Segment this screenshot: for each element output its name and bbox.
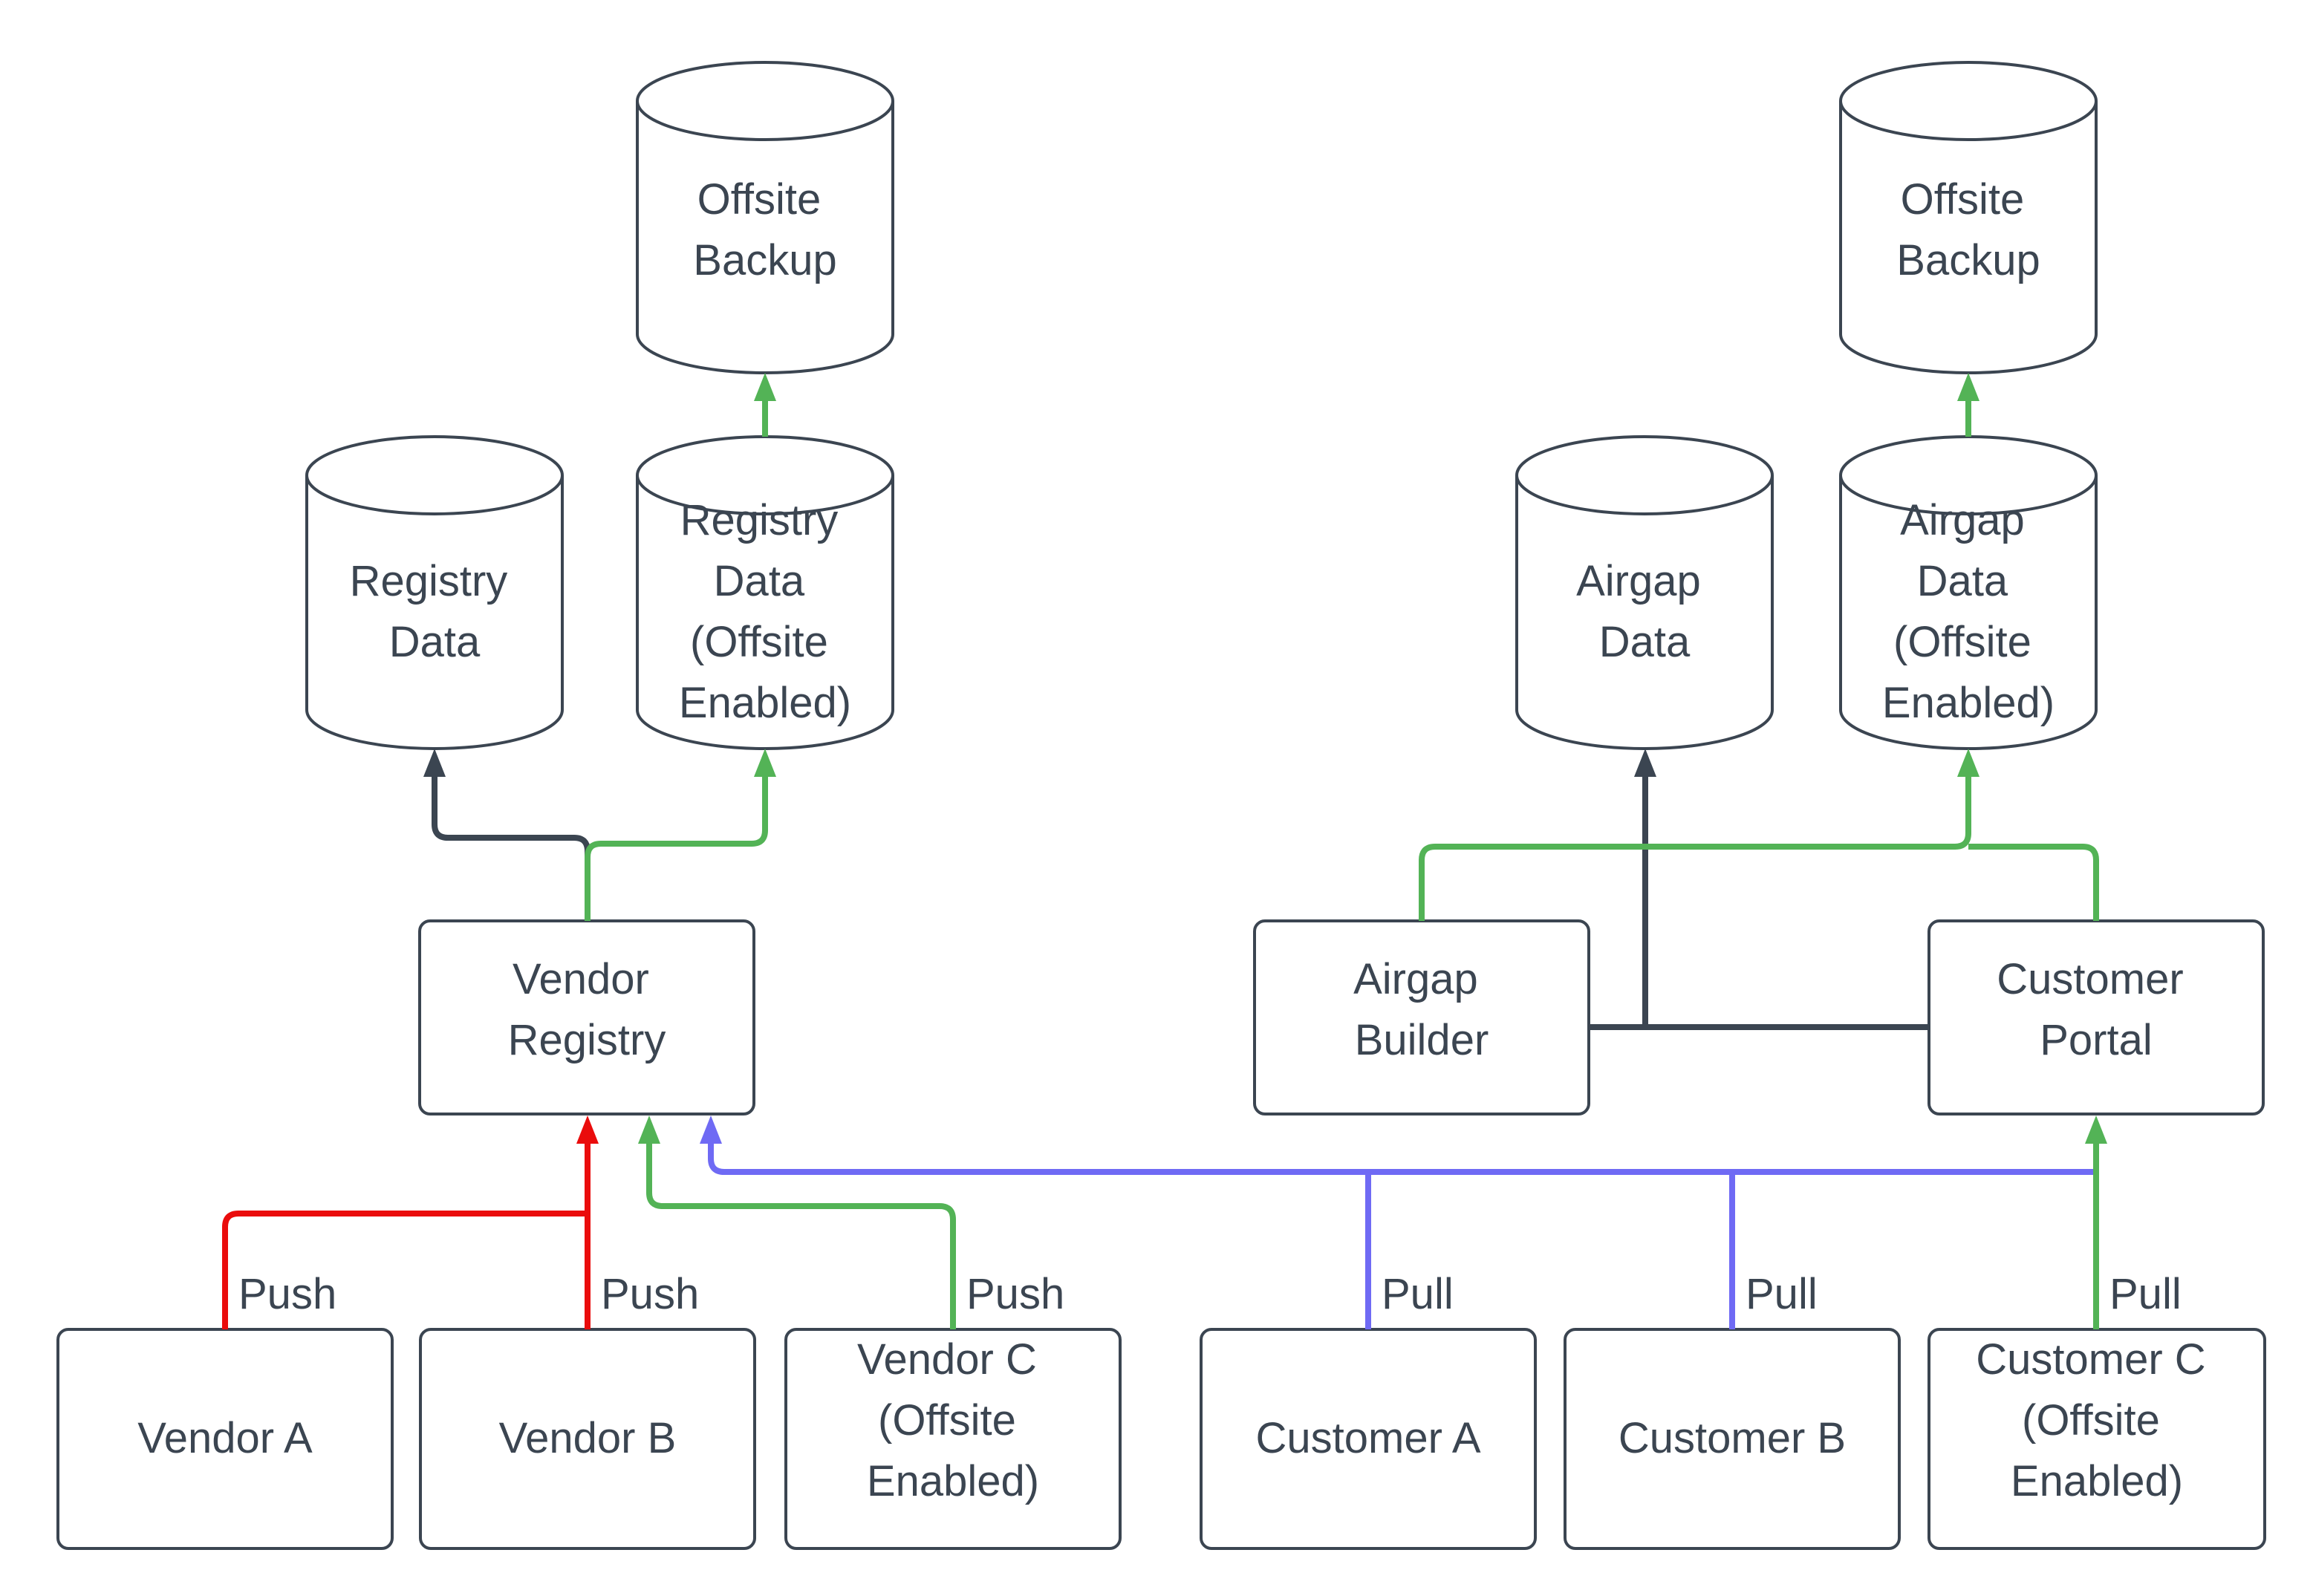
edge-label-push-vendor-c: Push (966, 1270, 1064, 1318)
label-vendor-a: Vendor A (137, 1414, 313, 1462)
cylinder-offsite-backup-right (1839, 61, 2098, 374)
edge-label-push-vendor-a: Push (238, 1270, 336, 1318)
arrowhead-vendor-push (576, 1115, 599, 1144)
edge-label-pull-customer-b: Pull (1746, 1270, 1818, 1318)
arrowhead-airgap-data (1634, 749, 1656, 777)
edge-airgap-builder-to-airgap-data-offsite (1419, 749, 2099, 921)
edge-label-pull-customer-a: Pull (1382, 1270, 1454, 1318)
node-shapes (56, 61, 2266, 1550)
edges-red (222, 1115, 599, 1329)
arrowhead-offsite-backup-right (1957, 373, 1979, 401)
label-vendor-b: Vendor B (499, 1414, 677, 1462)
edges-dark (423, 749, 1929, 1030)
arrowhead-vendor-c-push (638, 1115, 660, 1144)
edge-label-push-vendor-b: Push (601, 1270, 699, 1318)
edge-vendor-a-push (222, 1211, 588, 1329)
edge-vendor-registry-to-registry-data (423, 749, 591, 921)
arrowhead-airgap-data-offsite (1957, 749, 1979, 777)
arrowhead-registry-data-offsite (754, 749, 776, 777)
label-customer-portal: Customer Portal (1997, 955, 2196, 1064)
edge-airgap-data-offsite-to-backup (1957, 373, 1979, 437)
edge-label-pull-customer-c: Pull (2109, 1270, 2182, 1318)
label-vendor-c: Vendor C (Offsite Enabled) (857, 1335, 1049, 1505)
label-airgap-data: Airgap Data (1576, 557, 1713, 666)
label-airgap-data-offsite: Airgap Data (Offsite Enabled) (1882, 496, 2055, 727)
label-customer-b: Customer B (1619, 1414, 1846, 1462)
label-offsite-backup-right: Offsite Backup (1896, 175, 2040, 284)
cylinder-registry-data (305, 435, 564, 750)
label-offsite-backup-left: Offsite Backup (693, 175, 836, 284)
labels: Offsite Backup Registry Data Registry Da… (137, 175, 2218, 1505)
label-customer-a: Customer A (1256, 1414, 1481, 1462)
edge-vendor-registry-to-registry-data-offsite (585, 749, 776, 921)
edge-vendor-b-push (576, 1115, 599, 1329)
label-registry-data-offsite: Registry Data (Offsite Enabled) (679, 496, 851, 727)
edge-registry-data-offsite-to-backup (754, 373, 776, 437)
edge-vendor-c-push (638, 1115, 956, 1329)
cylinder-offsite-backup-left (636, 61, 894, 374)
label-airgap-builder: Airgap Builder (1353, 955, 1490, 1064)
edges-green (585, 373, 2107, 1329)
label-customer-c: Customer C (Offsite Enabled) (1976, 1335, 2218, 1505)
edges-blue (700, 1115, 2096, 1329)
edge-customer-pull-main (700, 1115, 2096, 1175)
label-registry-data: Registry Data (350, 557, 520, 666)
cylinder-airgap-data (1515, 435, 1774, 750)
label-vendor-registry: Vendor Registry (508, 955, 666, 1064)
arrowhead-registry-data (423, 749, 446, 777)
edge-connector-to-airgap-data (1634, 749, 1656, 1027)
arrowhead-offsite-backup-left (754, 373, 776, 401)
arrowhead-pull-registry (700, 1115, 722, 1144)
arrowhead-customer-portal (2085, 1115, 2107, 1144)
edge-customer-c-pull (2085, 1115, 2107, 1329)
